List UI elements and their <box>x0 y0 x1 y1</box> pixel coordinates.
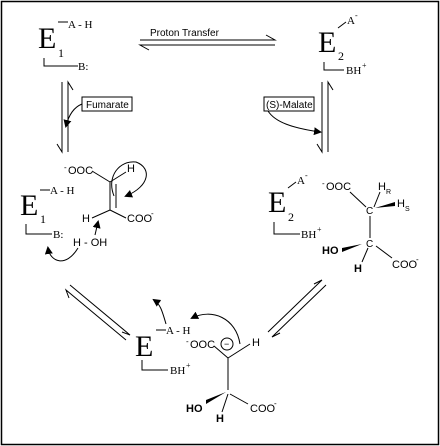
h-r-sub: R <box>386 189 391 196</box>
hydroxyl: HO <box>186 403 203 415</box>
h-r: H <box>378 181 386 193</box>
wedge-bond <box>206 392 226 404</box>
enzyme-letter: E <box>268 186 286 219</box>
state-e1-fumarate: E 1 A - H B: <box>20 185 75 241</box>
carbon-bottom: C <box>366 239 373 250</box>
state-e1-top: E 1 A - H B: <box>38 19 93 73</box>
acid-label: A - H <box>50 185 75 197</box>
enzyme-subscript: 2 <box>288 210 294 224</box>
wedge-bond <box>375 202 395 208</box>
carbanion-molecule: - OOC − H HO H COO - <box>186 311 277 425</box>
enzyme-subscript: 2 <box>338 49 344 63</box>
base-charge: + <box>362 61 367 70</box>
h-bottom: H <box>354 263 362 275</box>
h-bottom: H <box>82 213 90 225</box>
state-e2-malate: E 2 A - BH + <box>268 171 322 241</box>
fumarate-binding-arrows: Fumarate <box>56 80 133 154</box>
carboxylate-left: OOC <box>326 181 351 193</box>
carbon-top: C <box>366 206 373 217</box>
malate-label: (S)-Malate <box>266 100 313 111</box>
acid-label: A <box>297 175 305 187</box>
water: H - OH <box>73 237 107 249</box>
fumarate-molecule: - OOC H H COO - H - OH <box>44 161 154 262</box>
wedge-bond <box>342 244 362 252</box>
proton-transfer-arrows: Proton Transfer <box>138 28 277 51</box>
enzyme-subscript: 1 <box>40 212 46 226</box>
enzyme-letter: E <box>38 22 56 55</box>
h-s-sub: S <box>405 206 410 213</box>
carboxylate-right: COO <box>392 259 418 271</box>
acid-charge: - <box>305 171 308 180</box>
diagonal-arrows-right <box>267 279 327 338</box>
state-e-carbanion: E A - H BH + <box>135 298 191 377</box>
enzyme-subscript: 1 <box>58 46 64 60</box>
charge: - <box>151 209 154 218</box>
charge: - <box>64 163 67 172</box>
malate-molecule: - OOC C H R H S C HO H COO - <box>322 179 419 275</box>
carboxylate-left: OOC <box>68 165 93 177</box>
h-top: H <box>127 163 135 175</box>
acid-label: A - H <box>166 325 191 337</box>
enzyme-letter: E <box>135 330 153 363</box>
negative-charge: − <box>224 339 229 349</box>
charge: - <box>416 255 419 264</box>
base-bond <box>43 58 78 67</box>
h-s: H <box>397 198 405 210</box>
base-label: BH <box>346 65 361 77</box>
malate-release-arrows: (S)-Malate <box>263 80 334 154</box>
base-label: BH <box>301 229 316 241</box>
carboxylate-left: OOC <box>190 339 215 351</box>
diagonal-arrows-left <box>64 284 131 341</box>
fumarate-label: Fumarate <box>86 100 129 111</box>
malate-box <box>263 96 315 112</box>
carboxylate-right: COO <box>250 403 276 415</box>
base-charge: + <box>317 225 322 234</box>
base-charge: + <box>186 361 191 370</box>
enzyme-letter: E <box>20 189 38 222</box>
acid-charge: - <box>355 11 358 20</box>
proton-transfer-label: Proton Transfer <box>150 28 220 39</box>
base-label: B: <box>53 229 63 241</box>
charge: - <box>186 337 189 346</box>
base-label: B: <box>78 61 88 73</box>
carboxylate-right: COO <box>127 213 153 225</box>
negative-charge-circle <box>220 337 234 351</box>
h-bottom: H <box>216 413 224 425</box>
enzyme-letter: E <box>318 26 336 59</box>
acid-label: A <box>347 15 355 27</box>
h-top: H <box>252 337 260 349</box>
charge: - <box>274 399 277 408</box>
hydroxyl: HO <box>322 245 339 257</box>
acid-label: A - H <box>68 19 93 31</box>
base-label: BH <box>170 365 185 377</box>
state-e2-top: E 2 A - BH + <box>318 11 367 77</box>
charge: - <box>322 179 325 188</box>
